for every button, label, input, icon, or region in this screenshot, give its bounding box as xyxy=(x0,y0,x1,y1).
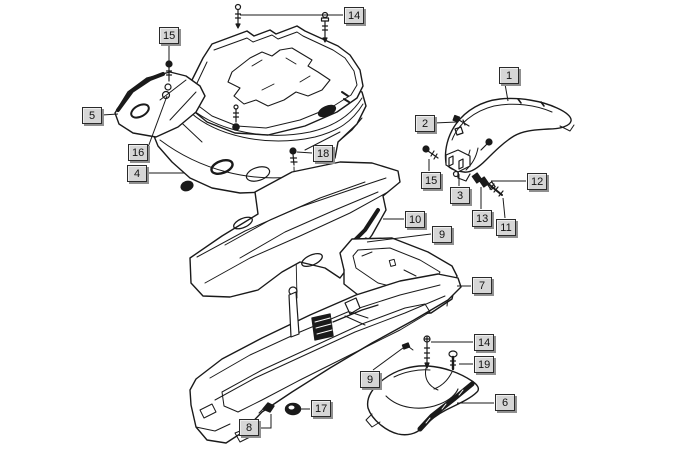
leader-line-18 xyxy=(296,151,313,154)
part-bracket-3 xyxy=(446,150,470,181)
leader-line-11 xyxy=(502,197,506,219)
leader-line-9 xyxy=(366,233,432,243)
callout-9: 9 xyxy=(360,371,380,388)
callout-19: 19 xyxy=(474,356,495,373)
callout-1: 1 xyxy=(499,67,519,84)
callout-13: 13 xyxy=(472,210,493,227)
screw-center xyxy=(233,105,239,130)
part-side-panel-5 xyxy=(115,72,205,137)
leader-line-8 xyxy=(258,414,272,429)
screw-19 xyxy=(449,351,457,369)
callout-4: 4 xyxy=(127,165,147,182)
part-mudflap-6 xyxy=(366,366,478,435)
leader-line-9 xyxy=(372,347,404,371)
callout-5: 5 xyxy=(82,107,102,124)
leader-line-1 xyxy=(504,83,509,102)
callout-18: 18 xyxy=(313,145,334,162)
callout-11: 11 xyxy=(496,219,516,236)
part-top-cover xyxy=(184,26,363,141)
leader-line-16 xyxy=(146,95,168,151)
callout-3: 3 xyxy=(450,187,470,204)
bolt-cluster-11-12-13 xyxy=(472,173,503,196)
callout-12: 12 xyxy=(527,173,548,190)
leader-line-5 xyxy=(101,113,119,116)
callout-6: 6 xyxy=(495,394,515,411)
bolt-fender-top xyxy=(481,139,492,150)
callout-9: 9 xyxy=(432,226,452,243)
callout-16: 16 xyxy=(128,144,149,161)
leader-line-2 xyxy=(433,121,458,124)
screw-14-lower xyxy=(424,336,430,368)
part-under-panel xyxy=(190,274,461,443)
bolt-8 xyxy=(263,403,274,412)
screw-14-left xyxy=(236,5,241,29)
callout-15: 15 xyxy=(421,172,442,189)
callout-17: 17 xyxy=(311,400,332,417)
callout-15: 15 xyxy=(159,27,180,44)
callout-2: 2 xyxy=(415,115,435,132)
callout-7: 7 xyxy=(472,277,492,294)
callout-10: 10 xyxy=(405,211,426,228)
screw-15-fender xyxy=(423,146,438,159)
callout-8: 8 xyxy=(239,419,259,436)
callout-14: 14 xyxy=(344,7,365,24)
callout-14: 14 xyxy=(474,334,495,351)
screw-15-left xyxy=(163,61,173,99)
clip-9-lower xyxy=(402,343,413,350)
rubber-foot-grommet xyxy=(180,180,194,193)
bolt-2 xyxy=(453,115,469,135)
